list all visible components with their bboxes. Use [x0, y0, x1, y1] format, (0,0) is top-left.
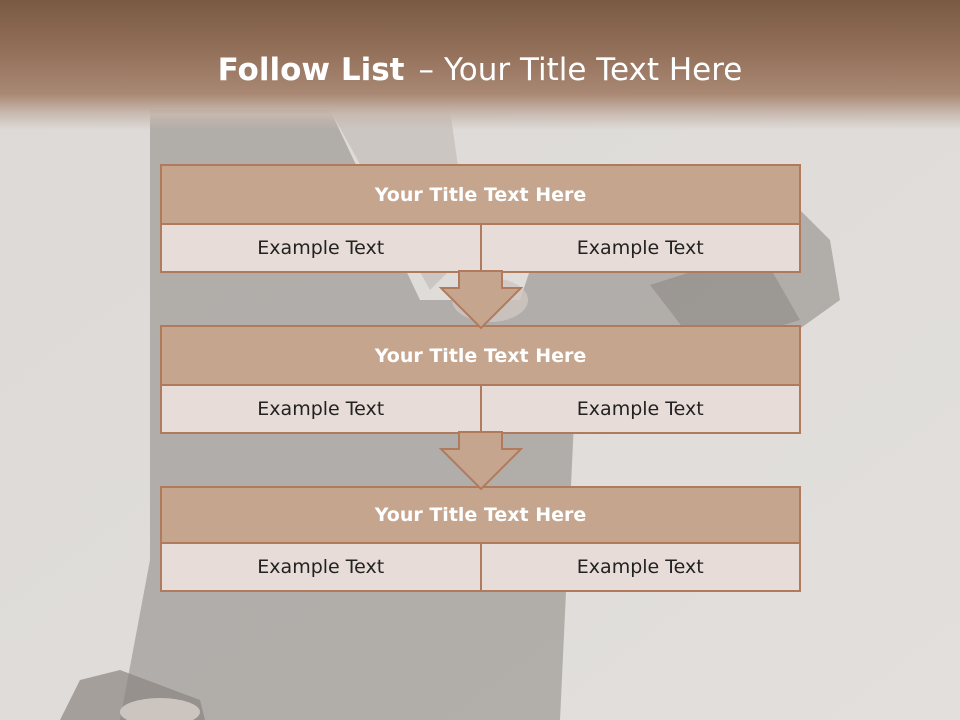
step-block-1: Your Title Text Here Example Text Exampl… [160, 164, 801, 273]
step-1-right-text: Example Text [479, 225, 799, 271]
step-3-right-text: Example Text [479, 544, 799, 590]
slide-title: Follow List–Your Title Text Here [0, 52, 960, 88]
step-block-3: Your Title Text Here Example Text Exampl… [160, 486, 801, 592]
step-title-3: Your Title Text Here [162, 488, 799, 544]
slide-title-separator: – [418, 52, 434, 88]
step-block-2: Your Title Text Here Example Text Exampl… [160, 325, 801, 434]
header-band [0, 0, 960, 130]
step-3-left-text: Example Text [162, 544, 480, 590]
down-arrow-icon [439, 431, 523, 491]
down-arrow-icon [439, 270, 523, 330]
step-2-left-text: Example Text [162, 386, 480, 432]
slide-title-bold: Follow List [217, 52, 405, 88]
step-row-3: Example Text Example Text [162, 544, 799, 590]
step-row-2: Example Text Example Text [162, 386, 799, 432]
slide-title-text: Your Title Text Here [443, 52, 743, 88]
step-title-1: Your Title Text Here [162, 166, 799, 225]
step-row-1: Example Text Example Text [162, 225, 799, 271]
step-title-2: Your Title Text Here [162, 327, 799, 386]
step-2-right-text: Example Text [479, 386, 799, 432]
step-1-left-text: Example Text [162, 225, 480, 271]
